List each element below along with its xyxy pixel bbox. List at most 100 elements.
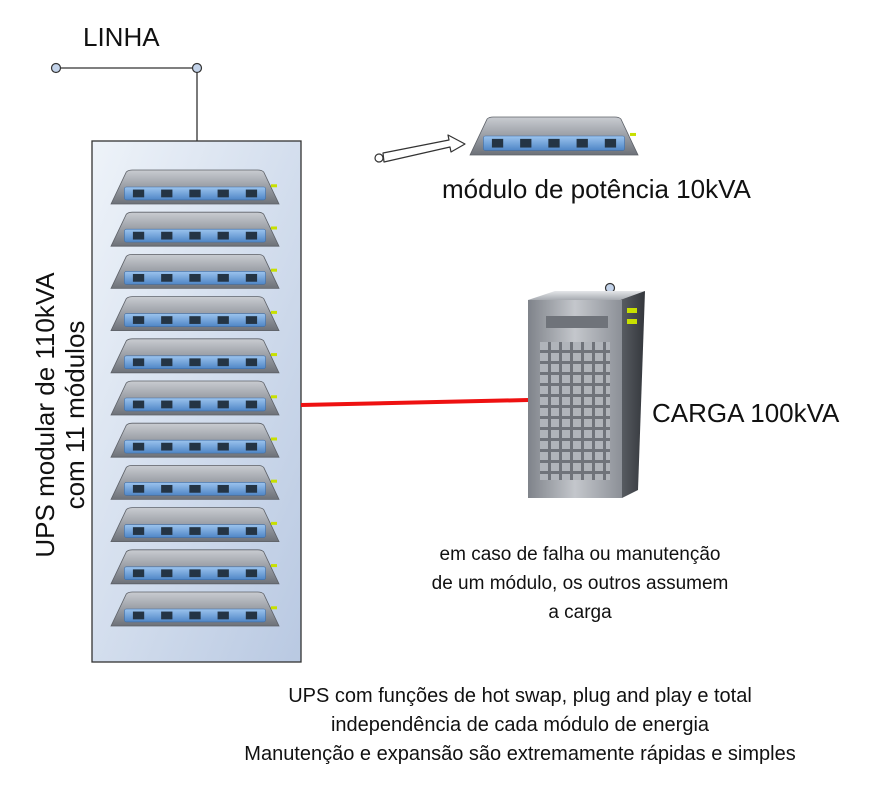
ups-module	[110, 591, 280, 627]
arrow-icon	[374, 134, 466, 163]
module-port	[132, 569, 145, 578]
module-led	[271, 564, 277, 568]
ups-module	[110, 507, 280, 542]
module-port	[245, 484, 258, 493]
module-port	[132, 273, 145, 282]
module-port	[217, 611, 229, 620]
ups-module	[110, 465, 280, 500]
feature-caption: UPS com funções de hot swap, plug and pl…	[160, 682, 880, 769]
module-port	[217, 400, 229, 409]
failover-note: em caso de falha ou manutenção de um mód…	[380, 540, 780, 627]
module-port	[217, 231, 229, 240]
module-port	[189, 569, 201, 578]
module-port	[245, 358, 258, 367]
ups-module	[110, 169, 280, 205]
power-module-icon	[469, 116, 639, 156]
module-port	[132, 358, 145, 367]
module-port	[161, 484, 173, 493]
module-led	[271, 310, 277, 314]
ups-module	[110, 254, 280, 289]
module-port	[189, 316, 201, 324]
ups-module	[110, 338, 280, 374]
module-port	[132, 189, 145, 198]
module-led	[271, 226, 277, 230]
module-port	[217, 442, 229, 451]
module-port	[132, 316, 145, 324]
feature-caption-line-1: UPS com funções de hot swap, plug and pl…	[288, 685, 752, 707]
connector-dot-icon	[191, 62, 203, 74]
module-led	[630, 132, 636, 136]
connector-dot-icon	[50, 62, 62, 74]
ups-module	[110, 211, 280, 247]
module-port	[161, 527, 173, 535]
module-led	[271, 606, 277, 610]
module-led	[271, 353, 277, 357]
module-port	[245, 527, 258, 535]
module-port	[161, 189, 173, 198]
feature-caption-line-3: Manutenção e expansão são extremamente r…	[244, 743, 796, 765]
ups-module-stack	[110, 169, 280, 627]
module-port	[245, 569, 258, 578]
ups-label-line-2: com 11 módulos	[60, 320, 90, 510]
ups-module	[110, 549, 280, 585]
load-connection-line	[300, 398, 529, 407]
module-port	[161, 358, 173, 367]
module-port	[132, 484, 145, 493]
module-port	[491, 138, 504, 148]
module-port	[217, 569, 229, 578]
feature-caption-line-2: independência de cada módulo de energia	[330, 714, 710, 736]
ups-module	[110, 296, 280, 331]
module-port	[132, 400, 145, 409]
module-port	[245, 442, 258, 451]
module-port	[189, 358, 201, 367]
module-port	[161, 316, 173, 324]
ups-label: UPS modular de 110kVA com 11 módulos	[20, 245, 100, 585]
module-port	[245, 400, 258, 409]
module-port	[245, 231, 258, 240]
module-port	[576, 138, 588, 148]
module-port	[548, 138, 560, 148]
module-port	[189, 400, 201, 409]
module-led	[271, 184, 277, 188]
power-module-shape	[469, 116, 639, 156]
module-port	[217, 316, 229, 324]
module-port	[189, 273, 201, 282]
module-port	[189, 484, 201, 493]
module-led	[271, 479, 277, 483]
module-port	[189, 442, 201, 451]
ups-module	[110, 422, 280, 458]
module-port	[132, 611, 145, 620]
module-port	[217, 189, 229, 198]
module-port	[245, 316, 258, 324]
module-port	[217, 527, 229, 535]
module-port	[245, 273, 258, 282]
server-tower-icon	[528, 282, 645, 498]
power-module-label: módulo de potência 10kVA	[442, 174, 751, 204]
failover-note-line-1: em caso de falha ou manutenção	[439, 544, 721, 565]
module-port	[604, 138, 617, 148]
module-port	[217, 273, 229, 282]
line-label: LINHA	[83, 22, 160, 52]
module-port	[161, 273, 173, 282]
ups-module	[110, 380, 280, 416]
module-port	[161, 569, 173, 578]
module-port	[189, 189, 201, 198]
module-port	[245, 189, 258, 198]
module-port	[189, 611, 201, 620]
module-port	[161, 442, 173, 451]
ups-label-line-1: UPS modular de 110kVA	[30, 272, 60, 558]
module-led	[271, 437, 277, 441]
module-port	[161, 611, 173, 620]
module-led	[271, 395, 277, 399]
failover-note-line-3: a carga	[548, 602, 612, 623]
failover-note-line-2: de um módulo, os outros assumem	[431, 573, 729, 594]
module-port	[245, 611, 258, 620]
module-port	[217, 484, 229, 493]
module-port	[161, 231, 173, 240]
module-port	[132, 527, 145, 535]
module-port	[189, 527, 201, 535]
module-port	[132, 442, 145, 451]
module-port	[132, 231, 145, 240]
module-port	[189, 231, 201, 240]
